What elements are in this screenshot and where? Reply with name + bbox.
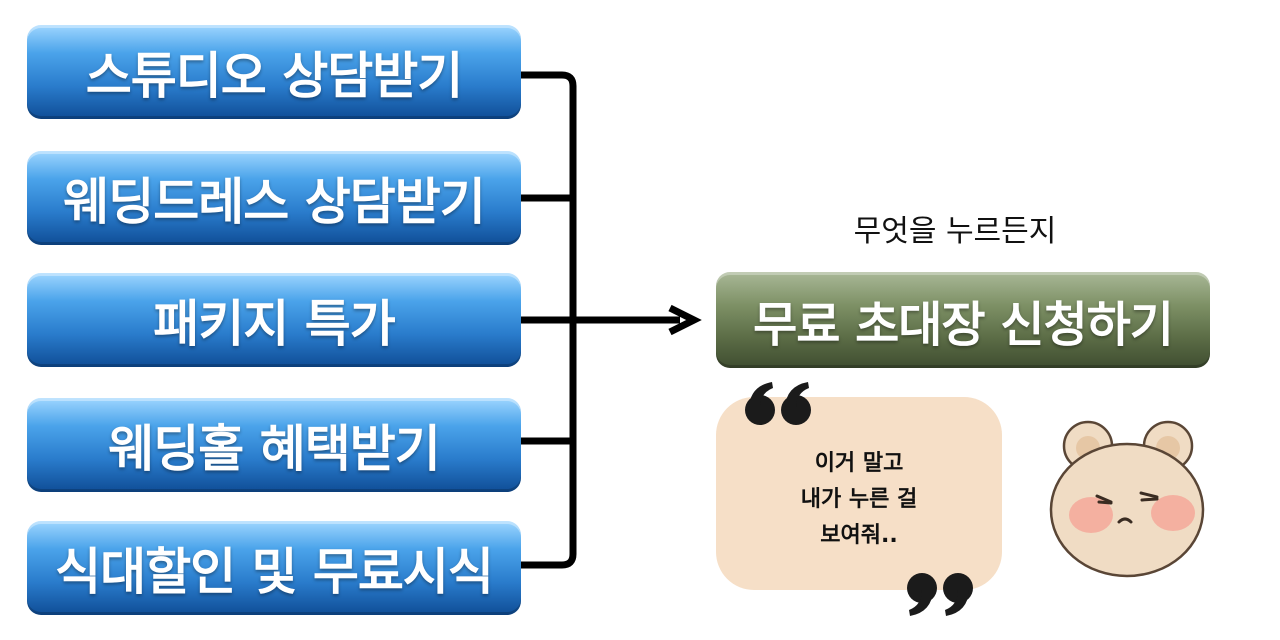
bear-face-icon bbox=[1049, 420, 1205, 578]
option-wedding-hall-button[interactable]: 웨딩홀 혜택받기 bbox=[27, 398, 521, 492]
arrow-head-icon bbox=[668, 304, 702, 336]
bubble-line-1: 이거 말고 bbox=[814, 451, 904, 476]
free-invitation-request-button[interactable]: 무료 초대장 신청하기 bbox=[716, 272, 1210, 368]
speech-bubble bbox=[716, 397, 1002, 590]
bubble-line-3: 보여줘.. bbox=[820, 523, 898, 548]
bubble-line-2: 내가 누른 걸 bbox=[800, 487, 918, 512]
option-dress-consult-button[interactable]: 웨딩드레스 상담받기 bbox=[27, 151, 521, 245]
connector-line-1 bbox=[521, 71, 577, 569]
option-studio-consult-button[interactable]: 스튜디오 상담받기 bbox=[27, 25, 521, 119]
speech-bubble-text: 이거 말고 내가 누른 걸 보여줘.. bbox=[716, 446, 1002, 554]
right-double-quote-icon bbox=[907, 573, 973, 616]
caption-text: 무엇을 누르든지 bbox=[853, 214, 1057, 249]
option-package-deal-button[interactable]: 패키지 특가 bbox=[27, 273, 521, 367]
option-meal-discount-button[interactable]: 식대할인 및 무료시식 bbox=[27, 521, 521, 615]
left-double-quote-icon bbox=[745, 382, 811, 425]
